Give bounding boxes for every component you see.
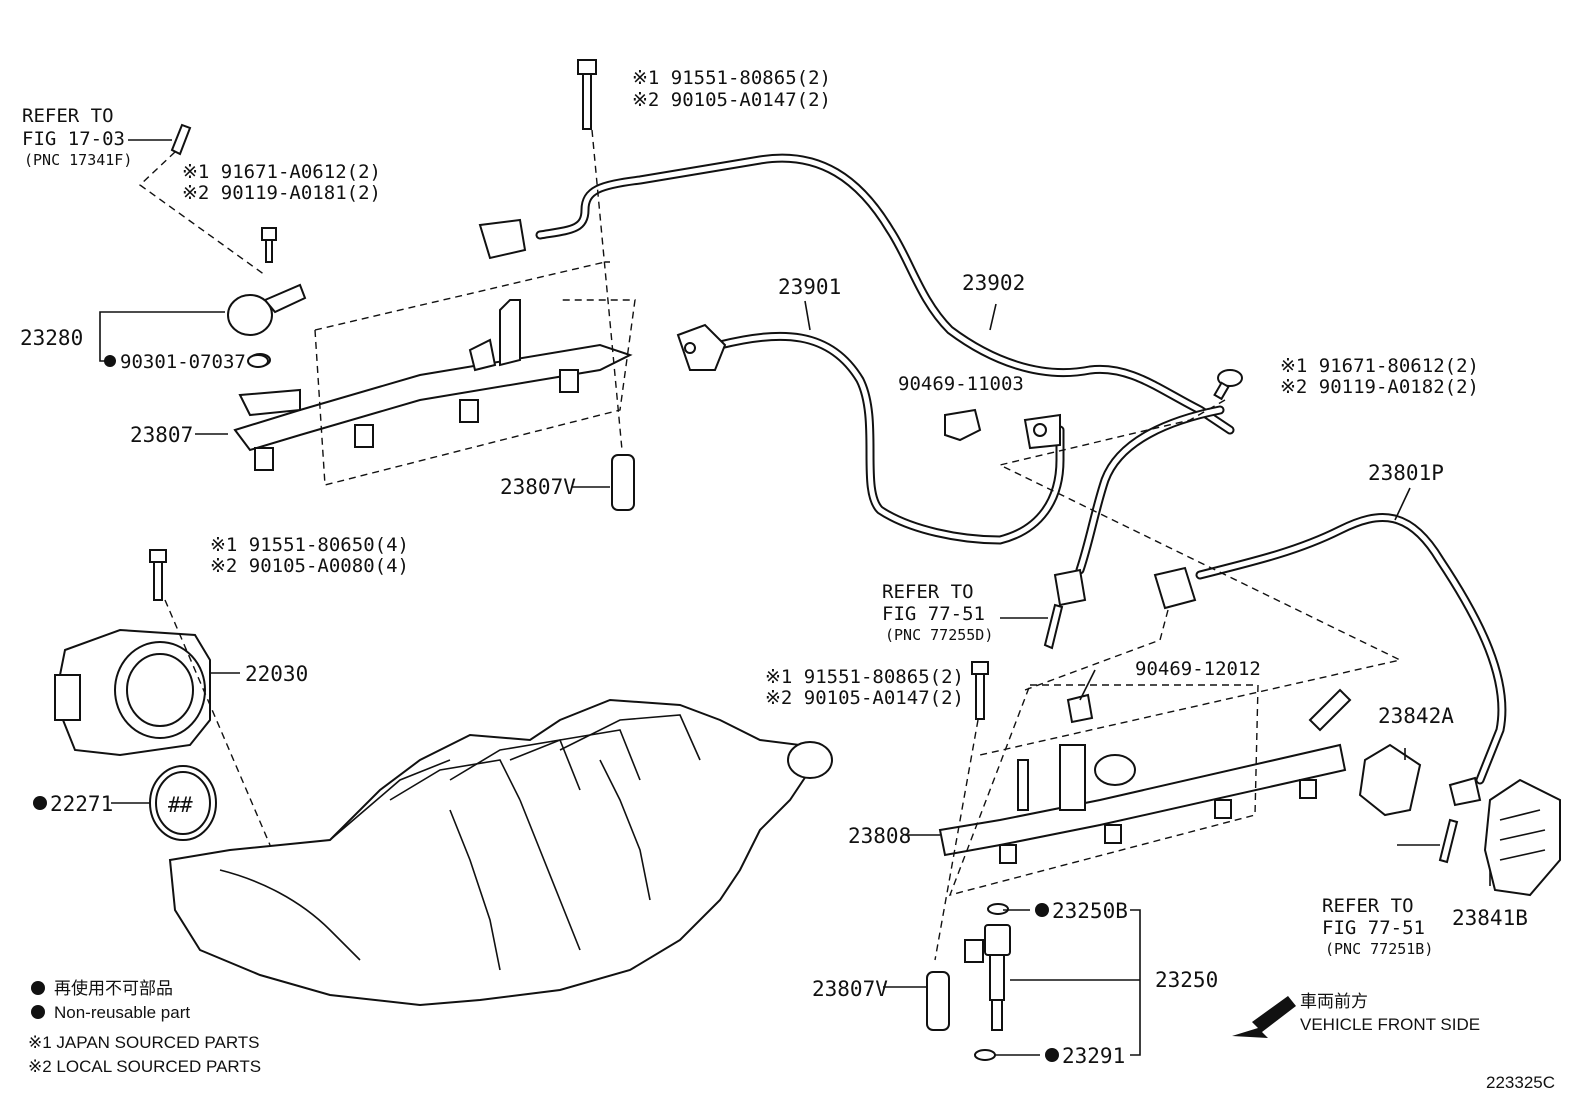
part-23280: 23280 [20, 326, 83, 350]
non-reusable-dot-23250b [1035, 903, 1049, 917]
labels: REFER TO FIG 17-03 (PNC 17341F) ※1 91551… [20, 67, 1528, 1068]
bolt-right-l: ※2 90119-A0182(2) [1280, 376, 1479, 398]
bolt-right-icon [1213, 369, 1243, 401]
part-23250: 23250 [1155, 968, 1218, 992]
part-22030: 22030 [245, 662, 308, 686]
bolt-throttle-l: ※2 90105-A0080(4) [210, 555, 409, 577]
non-reusable-dot-22271 [33, 796, 47, 810]
legend-nonreuse-jp: 再使用不可部品 [54, 978, 173, 998]
part-22271: 22271 [50, 792, 113, 816]
part-23250b: 23250B [1052, 899, 1128, 923]
part-23902: 23902 [962, 271, 1025, 295]
throttle-body-22030 [53, 628, 211, 757]
ref-7751b-line3: (PNC 77251B) [1325, 940, 1433, 958]
legend-jp-parts: ※1 JAPAN SOURCED PARTS [28, 1033, 260, 1052]
part-90469-12012: 90469-12012 [1135, 658, 1261, 680]
injector-23250 [964, 903, 1011, 1061]
bolt-top-l: ※2 90105-A0147(2) [632, 89, 831, 111]
front-label-jp: 車両前方 [1300, 992, 1368, 1011]
legend-dot-jp [31, 981, 45, 995]
rail-23807-box [314, 261, 636, 486]
fuel-rail-23807 [233, 299, 633, 471]
hose-connector-23902 [478, 218, 527, 260]
connector-23801p-lower [1448, 776, 1482, 807]
legend-local-parts: ※2 LOCAL SOURCED PARTS [28, 1057, 261, 1076]
legend-nonreuse-en: Non-reusable part [54, 1003, 190, 1022]
ref-stub-17-03 [170, 123, 192, 156]
bolt-top-j: ※1 91551-80865(2) [632, 67, 831, 89]
ref-stub-77-51b [1438, 818, 1459, 864]
part-23807v-lower: 23807V [812, 977, 888, 1001]
pressure-damper-23807v-lower [926, 971, 950, 1031]
bolt-throttle-icon [149, 549, 167, 601]
ref-1703-line2: FIG 17-03 [22, 128, 125, 150]
bolt-left-l: ※2 90119-A0181(2) [182, 182, 381, 204]
bolt-right-leader [979, 399, 1403, 756]
part-90469-11003: 90469-11003 [898, 373, 1024, 395]
part-90301: 90301-07037 [120, 351, 246, 373]
non-reusable-dot-23291 [1045, 1048, 1059, 1062]
ref-7751b-line1: REFER TO [1322, 895, 1414, 917]
part-23901: 23901 [778, 275, 841, 299]
ref-7751b-line2: FIG 77-51 [1322, 917, 1425, 939]
svg-text:#: # [180, 793, 193, 817]
fuel-hose-23901 [715, 331, 1065, 545]
ecu-23842a [1358, 743, 1422, 817]
pressure-damper-23807v-upper [611, 454, 635, 511]
rail-23808-box [948, 684, 1259, 897]
svg-text:#: # [168, 793, 181, 817]
bolt-left-j: ※1 91671-A0612(2) [182, 161, 381, 183]
part-23808: 23808 [848, 824, 911, 848]
bolt-top-leader [591, 129, 623, 451]
fuel-hose-23801p [1075, 405, 1507, 785]
bolt-left-icon [261, 227, 277, 263]
part-23807v-upper: 23807V [500, 475, 576, 499]
hose-connector-23901 [676, 323, 727, 371]
front-arrow-icon [1232, 996, 1296, 1038]
connector-23801p-upper [1053, 566, 1197, 610]
part-23841b: 23841B [1452, 906, 1528, 930]
bolt-rail2-j: ※1 91551-80865(2) [765, 666, 964, 688]
fuel-rail-23808 [938, 688, 1352, 864]
oring-90301 [247, 354, 269, 368]
bolt-right-j: ※1 91671-80612(2) [1280, 355, 1479, 377]
legend: 再使用不可部品 Non-reusable part ※1 JAPAN SOURC… [28, 978, 261, 1076]
bolt-throttle-j: ※1 91551-80650(4) [210, 534, 409, 556]
ref-1703-line1: REFER TO [22, 105, 114, 127]
bolt-rail2-icon [971, 661, 989, 720]
part-23807: 23807 [130, 423, 193, 447]
clip-90469-11003 [944, 408, 1061, 450]
ecu-23841b [1483, 778, 1561, 897]
throttle-leader [164, 599, 271, 846]
ref-7751a-line2: FIG 77-51 [882, 603, 985, 625]
part-23291: 23291 [1062, 1044, 1125, 1068]
part-23801p: 23801P [1368, 461, 1444, 485]
bolt-top-icon [577, 59, 597, 130]
non-reusable-dot-90301 [104, 355, 116, 367]
ref-7751a-line1: REFER TO [882, 581, 974, 603]
gasket-22271: # # [149, 765, 217, 841]
front-label-en: VEHICLE FRONT SIDE [1300, 1015, 1480, 1034]
bolt-rail2-l: ※2 90105-A0147(2) [765, 687, 964, 709]
part-23842a: 23842A [1378, 704, 1454, 728]
ref-stub-77-51a [1043, 603, 1064, 650]
leader-lines [99, 139, 1491, 1056]
legend-dot-en [31, 1005, 45, 1019]
ref-1703-line3: (PNC 17341F) [24, 151, 132, 169]
intake-manifold [168, 698, 833, 1007]
bolt-rail2-leader [934, 719, 979, 961]
figure-code: 223325C [1486, 1073, 1555, 1092]
vehicle-front-indicator: 車両前方 VEHICLE FRONT SIDE [1232, 992, 1480, 1038]
ref-7751a-line3: (PNC 77255D) [885, 626, 993, 644]
fuel-hose-23902 [535, 153, 1235, 435]
